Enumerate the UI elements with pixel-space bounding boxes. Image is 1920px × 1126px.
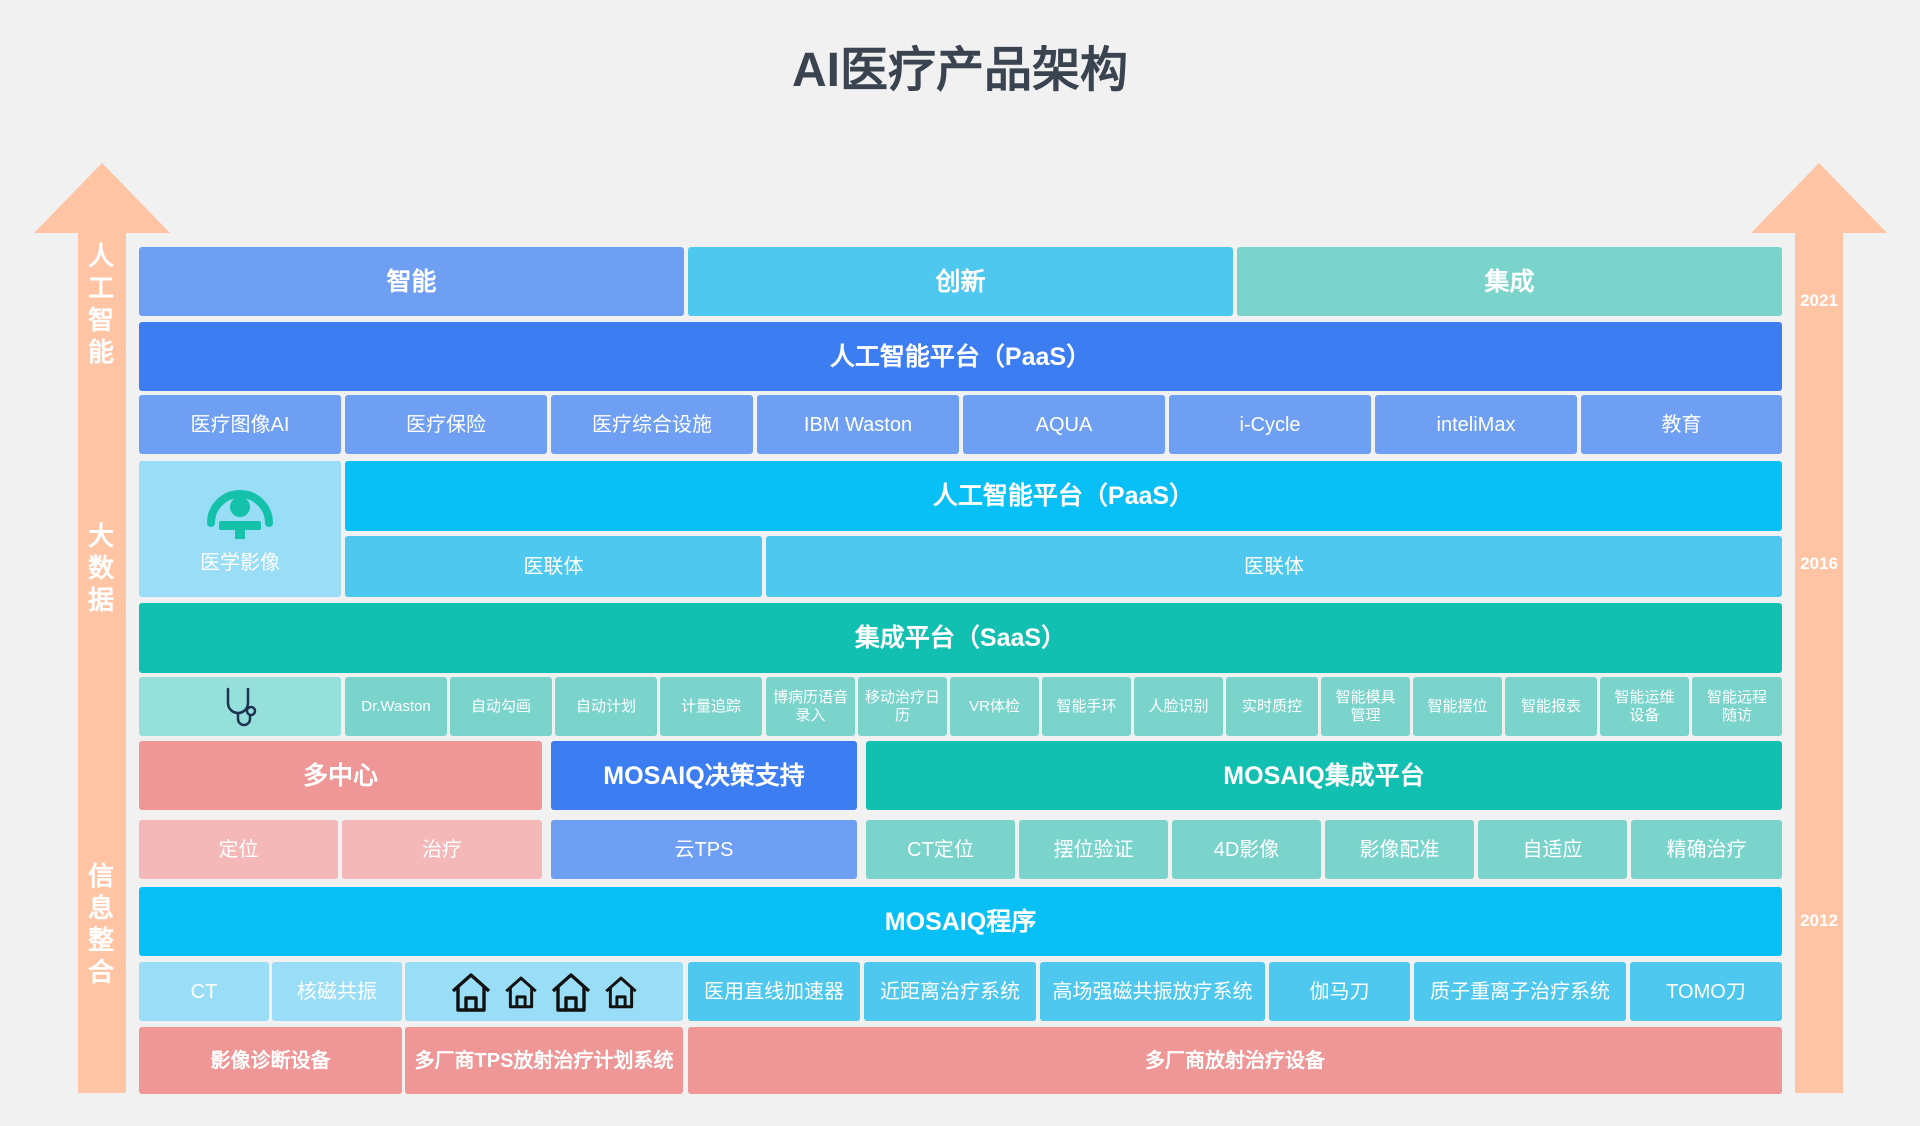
- feature-cell: 人脸识别: [1134, 677, 1223, 736]
- function-cell: 4D影像: [1172, 820, 1321, 879]
- device-cell: CT: [139, 962, 269, 1021]
- mosaiq-decision-support-bar: MOSAIQ决策支持: [551, 741, 857, 810]
- module-cell: IBM Waston: [757, 395, 959, 454]
- house-icon: [451, 972, 491, 1012]
- module-cell: 医疗图像AI: [139, 395, 341, 454]
- feature-cell: 智能运维设备: [1600, 677, 1689, 736]
- function-cell: 摆位验证: [1019, 820, 1168, 879]
- module-cell: 医疗保险: [345, 395, 547, 454]
- house-icon: [505, 976, 537, 1008]
- module-cell: i-Cycle: [1169, 395, 1371, 454]
- feature-cell: 博病历语音录入: [766, 677, 855, 736]
- feature-cell: 自动勾画: [450, 677, 552, 736]
- device-cell: 伽马刀: [1269, 962, 1410, 1021]
- tps-planning-system-bar: 多厂商TPS放射治疗计划系统: [405, 1027, 683, 1094]
- feature-cell: 智能摆位: [1413, 677, 1502, 736]
- left-timeline-arrow: [34, 163, 170, 1093]
- pillar-integration: 集成: [1237, 247, 1782, 316]
- medical-alliance-cell: 医联体: [766, 536, 1782, 597]
- right-timeline-arrow: [1751, 163, 1887, 1093]
- mosaiq-program-bar: MOSAIQ程序: [139, 887, 1782, 956]
- mosaiq-integration-platform-bar: MOSAIQ集成平台: [866, 741, 1782, 810]
- stethoscope-cell: [139, 677, 341, 736]
- multi-center-bar: 多中心: [139, 741, 542, 810]
- device-cell: 医用直线加速器: [688, 962, 860, 1021]
- axis-label-integration: 信息整合: [87, 861, 114, 987]
- device-cell: 核磁共振: [272, 962, 402, 1021]
- pillar-smart: 智能: [139, 247, 684, 316]
- houses-cell: [405, 962, 683, 1021]
- pillar-innovation: 创新: [688, 247, 1233, 316]
- integration-platform-saas-bar: 集成平台（SaaS）: [139, 603, 1782, 673]
- feature-cell: 实时质控: [1226, 677, 1318, 736]
- year-label: 2021: [1800, 291, 1838, 310]
- feature-cell: 智能手环: [1042, 677, 1131, 736]
- function-cell: 影像配准: [1325, 820, 1474, 879]
- device-cell: 近距离治疗系统: [864, 962, 1036, 1021]
- feature-cell: 计量追踪: [660, 677, 762, 736]
- device-cell: 高场强磁共振放疗系统: [1040, 962, 1265, 1021]
- function-cell: 云TPS: [551, 820, 857, 879]
- axis-label-ai: 人工智能: [87, 241, 114, 367]
- medical-imaging-block: 医学影像: [139, 461, 341, 597]
- medical-alliance-cell: 医联体: [345, 536, 762, 597]
- stethoscope-icon: [226, 687, 257, 726]
- feature-cell: 智能远程随访: [1692, 677, 1782, 736]
- function-cell: CT定位: [866, 820, 1015, 879]
- feature-cell: VR体检: [950, 677, 1039, 736]
- year-label: 2012: [1800, 911, 1838, 930]
- feature-cell: 智能报表: [1505, 677, 1597, 736]
- ai-platform-paas-bar: 人工智能平台（PaaS）: [139, 322, 1782, 391]
- feature-cell: 移动治疗日历: [858, 677, 947, 736]
- radiotherapy-equipment-bar: 多厂商放射治疗设备: [688, 1027, 1782, 1094]
- house-icon: [605, 976, 637, 1008]
- module-cell: 教育: [1581, 395, 1782, 454]
- ai-platform-paas-bar-2: 人工智能平台（PaaS）: [345, 461, 1782, 531]
- module-cell: AQUA: [963, 395, 1165, 454]
- device-cell: TOMO刀: [1630, 962, 1782, 1021]
- feature-cell: 智能模具管理: [1321, 677, 1410, 736]
- function-cell: 精确治疗: [1631, 820, 1782, 879]
- axis-label-bigdata: 大数据: [87, 521, 114, 615]
- feature-cell: Dr.Waston: [345, 677, 447, 736]
- lamp-icon: [207, 490, 273, 539]
- feature-cell: 自动计划: [555, 677, 657, 736]
- function-cell: 自适应: [1478, 820, 1627, 879]
- medical-imaging-label: 医学影像: [200, 552, 280, 574]
- house-icon: [551, 972, 591, 1012]
- imaging-diagnosis-equipment-bar: 影像诊断设备: [139, 1027, 402, 1094]
- year-label: 2016: [1800, 554, 1838, 573]
- page-title: AI医疗产品架构: [791, 44, 1128, 97]
- module-cell: inteliMax: [1375, 395, 1577, 454]
- module-cell: 医疗综合设施: [551, 395, 753, 454]
- function-cell: 定位: [139, 820, 338, 879]
- function-cell: 治疗: [342, 820, 542, 879]
- device-cell: 质子重离子治疗系统: [1414, 962, 1626, 1021]
